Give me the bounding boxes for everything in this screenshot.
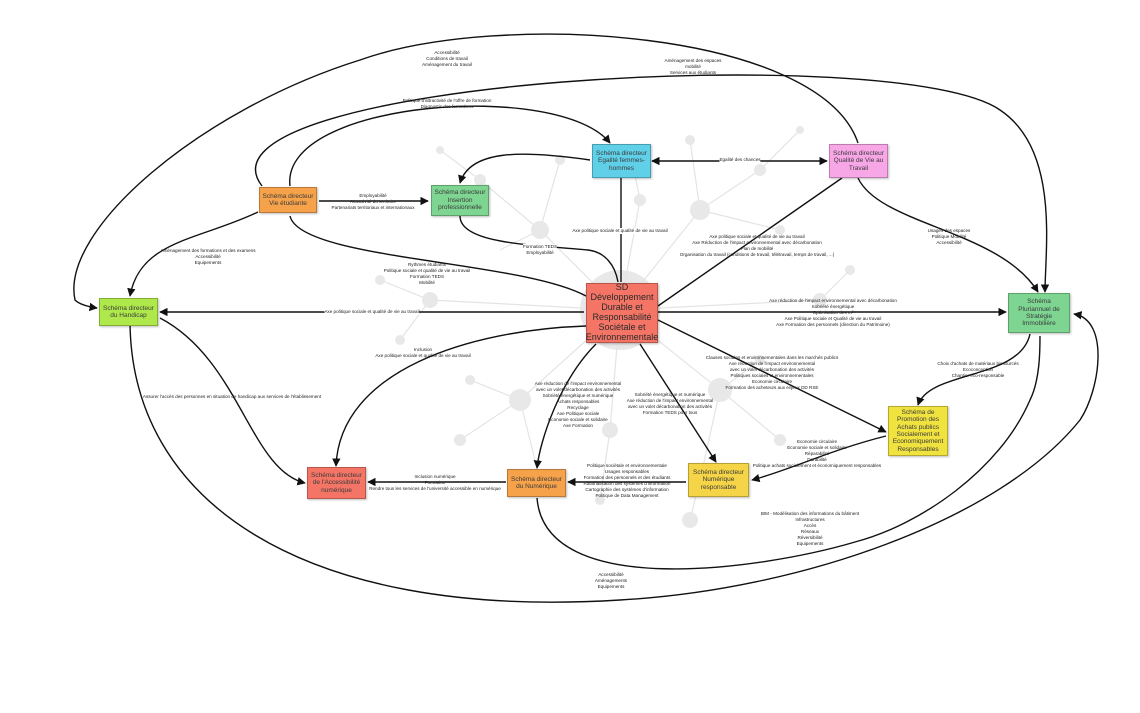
- label-formation-teds: Formation TEDS Employabilité: [522, 244, 558, 256]
- node-handicap[interactable]: Schéma directeur du Handicap: [99, 298, 158, 326]
- label-num-access: Inclusion numérique Formation Rendre tou…: [369, 474, 501, 491]
- label-attractivite: Politique d'attractivité de l'offre de f…: [402, 98, 492, 109]
- label-numresp-num: Politique sociétale et environnementale …: [583, 463, 671, 498]
- label-employabilite: Employabilité Attractivité du territoire…: [331, 193, 415, 210]
- node-qualite-vie[interactable]: Schéma directeur Qualité de Vie au Trava…: [829, 144, 888, 178]
- edge-qualite-immo: [857, 177, 1039, 293]
- edge-achats-numresp: [751, 435, 887, 483]
- label-top-right: Aménagement des espaces mobilité Service…: [664, 58, 722, 75]
- label-sd-immo: Axe réduction de l'impact environnementa…: [769, 298, 897, 327]
- label-handicap-sd: Axe politique sociale et qualité de vie …: [324, 309, 420, 315]
- edge-vie-egalite: [289, 105, 611, 187]
- node-vie-etudiante[interactable]: Schéma directeur Vie étudiante: [259, 187, 317, 213]
- label-egalite-qualite: Egalité des chances: [719, 157, 761, 163]
- node-achats[interactable]: Schéma de Promotion des Achats publics S…: [888, 406, 948, 456]
- edge-vie-immo: [254, 74, 1050, 293]
- node-insertion-pro[interactable]: Schéma directeur Insertion professionnel…: [431, 185, 489, 216]
- edge-sd-numresp: [639, 343, 717, 463]
- node-accessibilite-num[interactable]: Schéma directeur de l'Accessibilité numé…: [307, 467, 366, 499]
- node-numerique[interactable]: Schéma directeur du Numérique: [507, 469, 566, 497]
- label-qvt-sd: Axe politique sociale et qualité de vie …: [679, 234, 835, 257]
- node-numerique-resp[interactable]: Schéma directeur Numérique responsable: [688, 463, 749, 497]
- label-top-left: Accessibilité Conditions de travail Amén…: [422, 50, 472, 67]
- label-amenagement-formations: Aménagement des formations et des examen…: [160, 248, 256, 265]
- edge-sd-numerique: [533, 343, 597, 469]
- label-inclusion: Inclusion Axe politique sociale et quali…: [375, 347, 471, 358]
- label-qvt-immo: Usages des espaces Politique Mobilité Ac…: [927, 228, 971, 245]
- edge-qualite-handicap: [73, 33, 859, 312]
- edge-sd-achats: [657, 319, 887, 433]
- edge-vie-handicap: [127, 211, 259, 297]
- edge-egalite-insertion: [458, 153, 591, 184]
- label-rythmes: Rythmes étudiants Politique sociale et q…: [383, 262, 471, 285]
- edge-handicap-access: [159, 317, 306, 486]
- edge-num-immo: [536, 335, 1041, 570]
- edge-qualite-sd: [657, 177, 843, 307]
- edge-vie-sd: [289, 215, 587, 297]
- edge-immo-achats: [916, 333, 1031, 406]
- node-egalite[interactable]: Schéma directeur Egalité femmes- hommes: [592, 144, 651, 178]
- label-achats-numresp: Economie circulaire Economie sociale et …: [752, 439, 882, 468]
- label-assurer-acces: Assurer l'accès des personnes en situati…: [142, 394, 322, 399]
- label-bottom: Accessibilité Aménagements Equipements: [594, 572, 628, 589]
- label-immo-achats: Choix d'achats de matériaux biosourcés E…: [937, 361, 1019, 378]
- node-immobiliere[interactable]: Schéma Pluriannuel de Stratégie Immobili…: [1008, 293, 1070, 333]
- node-sd-central[interactable]: SD Développement Durable et Responsabili…: [585, 282, 659, 343]
- edge-insertion-sd: [459, 215, 619, 283]
- label-sd-numerique: Axe réduction de l'impact environnementa…: [534, 381, 622, 428]
- edge-handicap-immo: [129, 311, 1099, 603]
- edge-sd-access: [332, 325, 587, 467]
- edges: [73, 33, 1099, 603]
- label-sd-numresp: Sobriété énergétique et numérique Axe ré…: [626, 392, 714, 415]
- label-bim: BIM - Modélisation des informations du b…: [760, 511, 860, 546]
- label-axe-politique-egalite: Axe politique sociale et qualité de vie …: [572, 228, 668, 234]
- label-clauses: Clauses sociales et environnementales da…: [705, 355, 839, 390]
